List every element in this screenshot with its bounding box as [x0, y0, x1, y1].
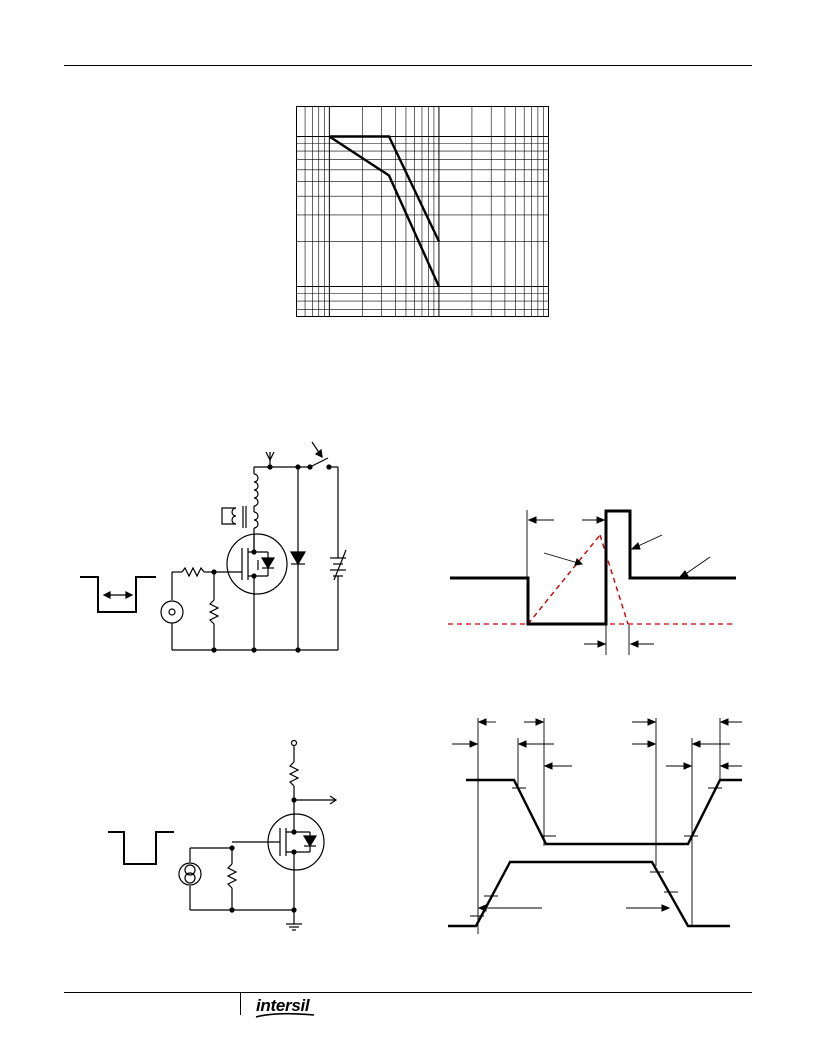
chart-series — [328, 135, 441, 287]
circuit-switching-test — [108, 739, 338, 931]
footer-divider — [240, 993, 241, 1015]
brand-logo-underline — [255, 1012, 315, 1018]
footer-rule — [64, 992, 752, 993]
brand-logo: intersil — [255, 996, 316, 1018]
input-pulse-symbol-2 — [108, 831, 174, 865]
input-pulse-symbol — [80, 576, 156, 613]
avalanche-waveform — [448, 509, 736, 655]
chart-series-line-2 — [328, 135, 441, 287]
log-log-chart — [296, 106, 549, 317]
chart-grid — [296, 106, 549, 317]
brand-logo-text: intersil — [256, 996, 310, 1015]
gate-voltage-trace-2 — [448, 860, 730, 928]
chart-frame — [296, 106, 549, 317]
switching-time-waveform — [448, 718, 742, 934]
drain-voltage-trace-2 — [466, 778, 742, 846]
chart-series-line-1 — [329, 135, 441, 242]
drain-voltage-trace — [450, 509, 736, 626]
circuit-unclamped-inductive — [80, 441, 347, 653]
header-rule — [64, 65, 752, 66]
